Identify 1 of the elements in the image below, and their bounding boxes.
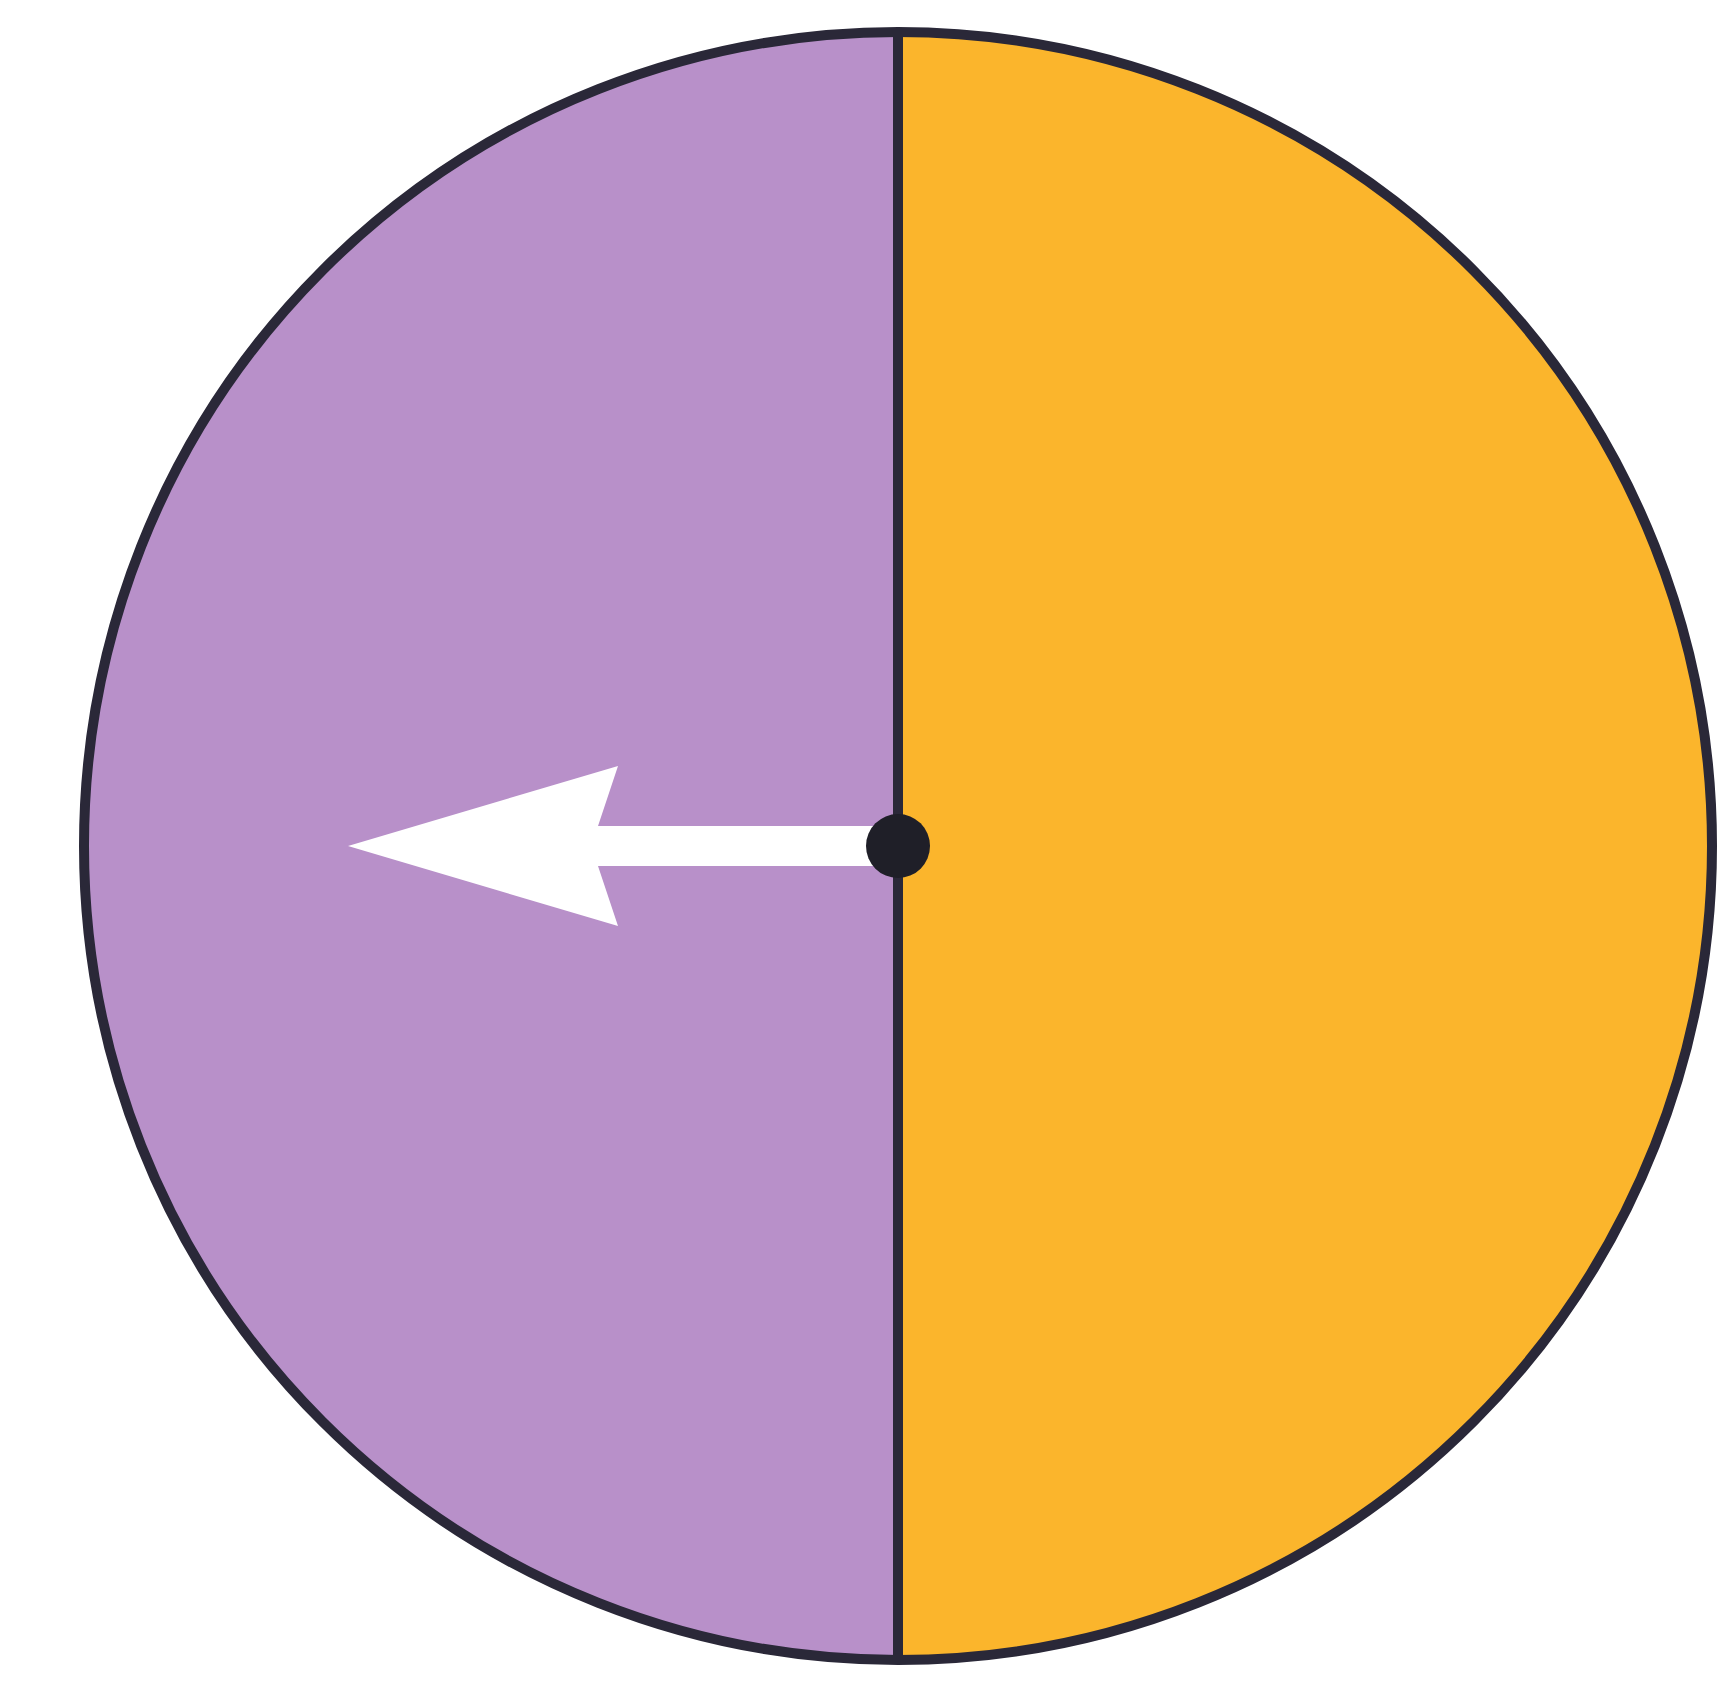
spinner-drawing bbox=[76, 24, 1720, 1668]
